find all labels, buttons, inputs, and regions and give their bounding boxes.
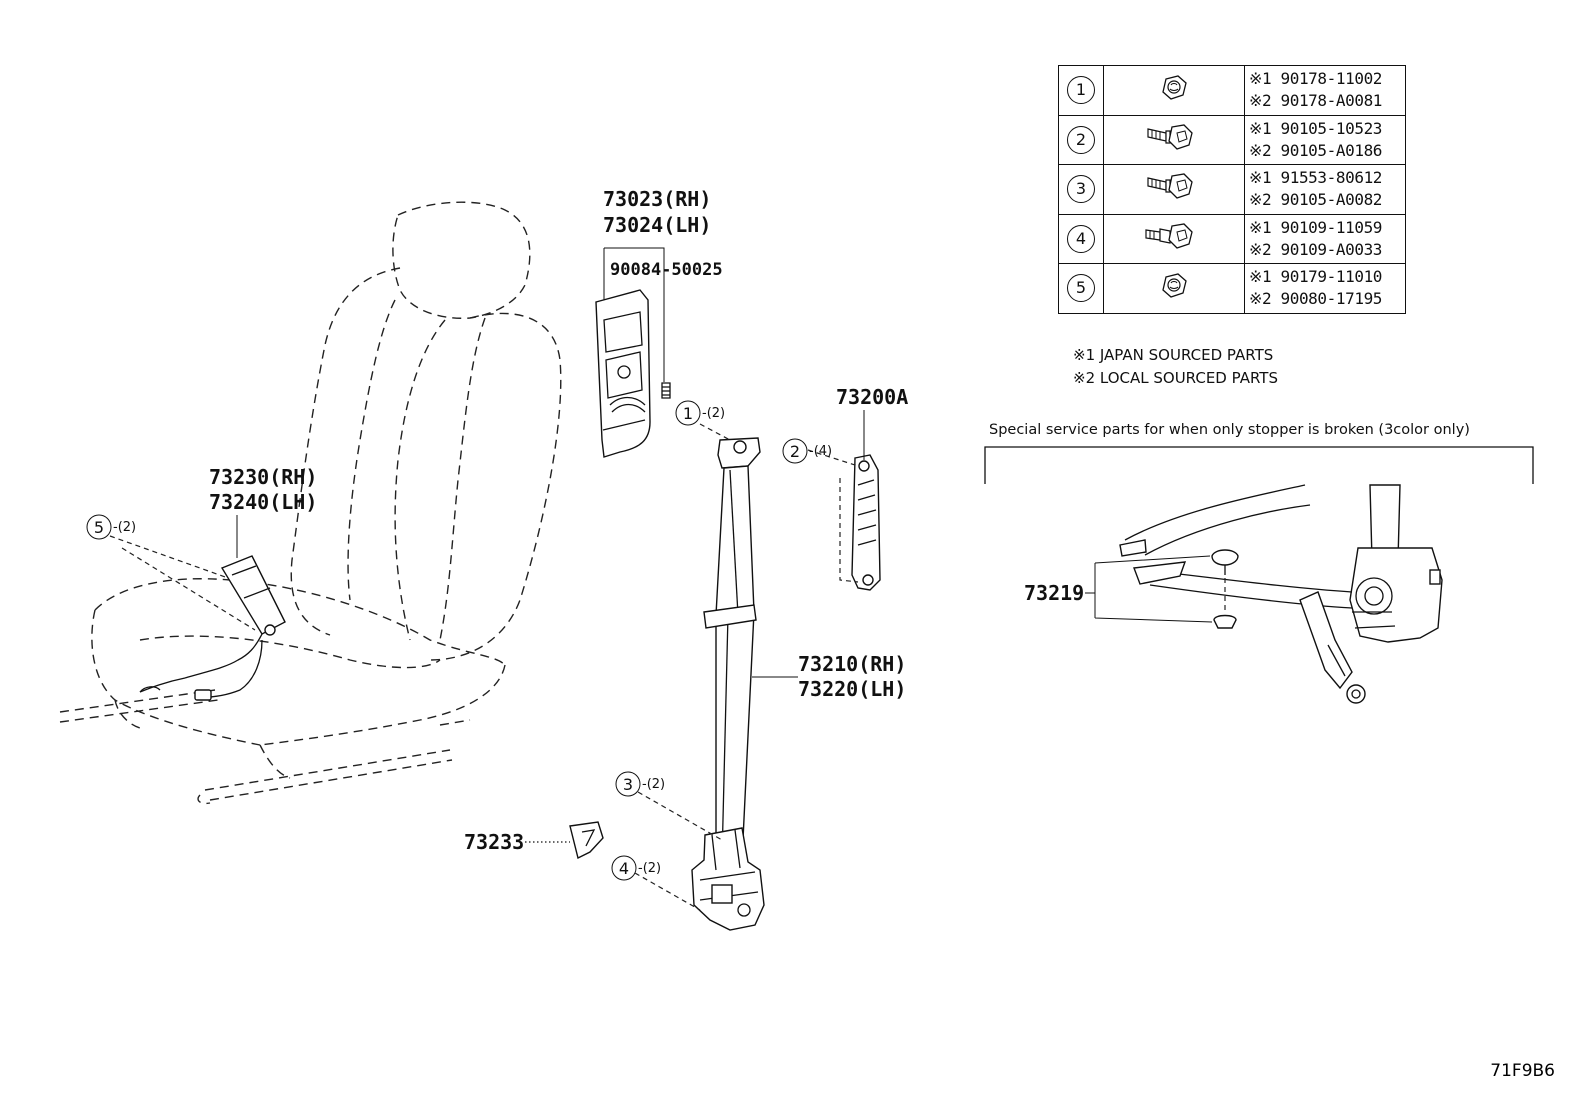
stud-bolt-icon	[1144, 223, 1204, 258]
callout-trim-lh: 73024(LH)	[603, 213, 711, 237]
fastener-row-2: 2 ※1 90105-10523※2 90105-A0186	[1058, 114, 1406, 165]
fastener-number-cell: 5	[1058, 263, 1104, 314]
seat-belt-assembly	[691, 437, 798, 931]
fastener-number-cell: 1	[1058, 65, 1104, 116]
part-number-japan: ※1 90178-11002	[1249, 69, 1383, 89]
callout-buckle-rh: 73230(RH)	[209, 465, 317, 489]
fastener-row-3: 3 ※1 91553-80612※2 90105-A0082	[1058, 164, 1406, 215]
callout-trim-rh: 73023(RH)	[603, 187, 711, 211]
callout-belt-lh: 73220(LH)	[798, 677, 906, 701]
callout-buckle-lh: 73240(LH)	[209, 490, 317, 514]
fastener-reference-4: 4 -(2)	[611, 855, 661, 881]
fastener-ref-number: 3	[623, 775, 633, 794]
special-service-illustration	[1085, 484, 1443, 704]
fastener-icon-cell	[1103, 213, 1245, 264]
fastener-row-5: 5 ※1 90179-11010※2 90080-17195	[1058, 263, 1406, 314]
callout-bracket: 73200A	[836, 385, 908, 409]
fastener-part-numbers: ※1 91553-80612※2 90105-A0082	[1244, 164, 1406, 215]
fastener-row-1: 1 ※1 90178-11002※2 90178-A0081	[1058, 65, 1406, 116]
fastener-part-numbers: ※1 90105-10523※2 90105-A0186	[1244, 114, 1406, 165]
fastener-table: 1 ※1 90178-11002※2 90178-A0081 2 ※1 90105-1…	[1058, 65, 1406, 314]
adjustable-anchor-bracket	[839, 410, 881, 591]
fastener-leader-lines	[109, 423, 859, 911]
fastener-ref-number: 4	[619, 859, 629, 878]
fastener-icon-cell	[1103, 65, 1245, 116]
fastener-ref-number: 2	[790, 442, 800, 461]
part-number-japan: ※1 90109-11059	[1249, 217, 1383, 237]
part-number-japan: ※1 90105-10523	[1249, 118, 1383, 138]
fastener-ref-qty: -(2)	[638, 861, 661, 876]
fastener-icon-cell	[1103, 114, 1245, 165]
fastener-part-numbers: ※1 90178-11002※2 90178-A0081	[1244, 65, 1406, 116]
part-number-local: ※2 90080-17195	[1249, 289, 1383, 309]
fastener-reference-2: 2 -(4)	[782, 438, 832, 464]
fastener-ref-qty: -(4)	[809, 444, 832, 459]
nut-icon	[1156, 75, 1192, 107]
fastener-number: 3	[1067, 175, 1095, 204]
fastener-ref-number: 1	[683, 404, 693, 423]
special-service-bracket	[984, 446, 1534, 484]
diagram-code: 71F9B6	[1490, 1061, 1555, 1081]
part-callouts: 73023(RH) 73024(LH) 90084-50025 73200A 7…	[209, 187, 908, 854]
callout-clip: 90084-50025	[610, 260, 723, 280]
note-local-sourced: ※2 LOCAL SOURCED PARTS	[1073, 369, 1278, 387]
special-service-heading: Special service parts for when only stop…	[989, 422, 1470, 438]
fastener-part-numbers: ※1 90179-11010※2 90080-17195	[1244, 263, 1406, 314]
fastener-icon-cell	[1103, 164, 1245, 215]
callout-belt-rh: 73210(RH)	[798, 652, 906, 676]
part-number-local: ※2 90105-A0082	[1249, 190, 1383, 210]
seat-belt-buckle	[139, 515, 286, 701]
fastener-row-4: 4 ※1 90109-11059※2 90109-A0033	[1058, 213, 1406, 264]
fastener-ref-number: 5	[94, 518, 104, 537]
bolt-icon	[1144, 173, 1204, 208]
fastener-ref-qty: -(2)	[702, 406, 725, 421]
nut-icon	[1156, 273, 1192, 305]
fastener-reference-3: 3 -(2)	[615, 771, 665, 797]
part-number-japan: ※1 91553-80612	[1249, 168, 1383, 188]
fastener-number-cell: 2	[1058, 114, 1104, 165]
fastener-number-cell: 3	[1058, 164, 1104, 215]
fastener-number-cell: 4	[1058, 213, 1104, 264]
fastener-ref-qty: -(2)	[113, 520, 136, 535]
fastener-number: 1	[1067, 76, 1095, 105]
fastener-reference-1: 1 -(2)	[675, 400, 725, 426]
fastener-number: 5	[1067, 274, 1095, 303]
fastener-number: 4	[1067, 224, 1095, 253]
fastener-number: 2	[1067, 125, 1095, 154]
fastener-ref-qty: -(2)	[642, 777, 665, 792]
part-number-local: ※2 90178-A0081	[1249, 91, 1383, 111]
callout-stopper: 73219	[1024, 581, 1084, 605]
part-number-local: ※2 90109-A0033	[1249, 239, 1383, 259]
pillar-trim-cover	[595, 247, 671, 458]
part-number-japan: ※1 90179-11010	[1249, 267, 1383, 287]
seat-illustration	[59, 201, 562, 805]
fastener-icon-cell	[1103, 263, 1245, 314]
belt-cover	[525, 821, 604, 860]
fastener-part-numbers: ※1 90109-11059※2 90109-A0033	[1244, 213, 1406, 264]
callout-cover: 73233	[464, 830, 524, 854]
fastener-reference-5: 5 -(2)	[86, 514, 136, 540]
part-number-local: ※2 90105-A0186	[1249, 140, 1383, 160]
note-japan-sourced: ※1 JAPAN SOURCED PARTS	[1073, 346, 1273, 364]
bolt-icon	[1144, 124, 1204, 159]
